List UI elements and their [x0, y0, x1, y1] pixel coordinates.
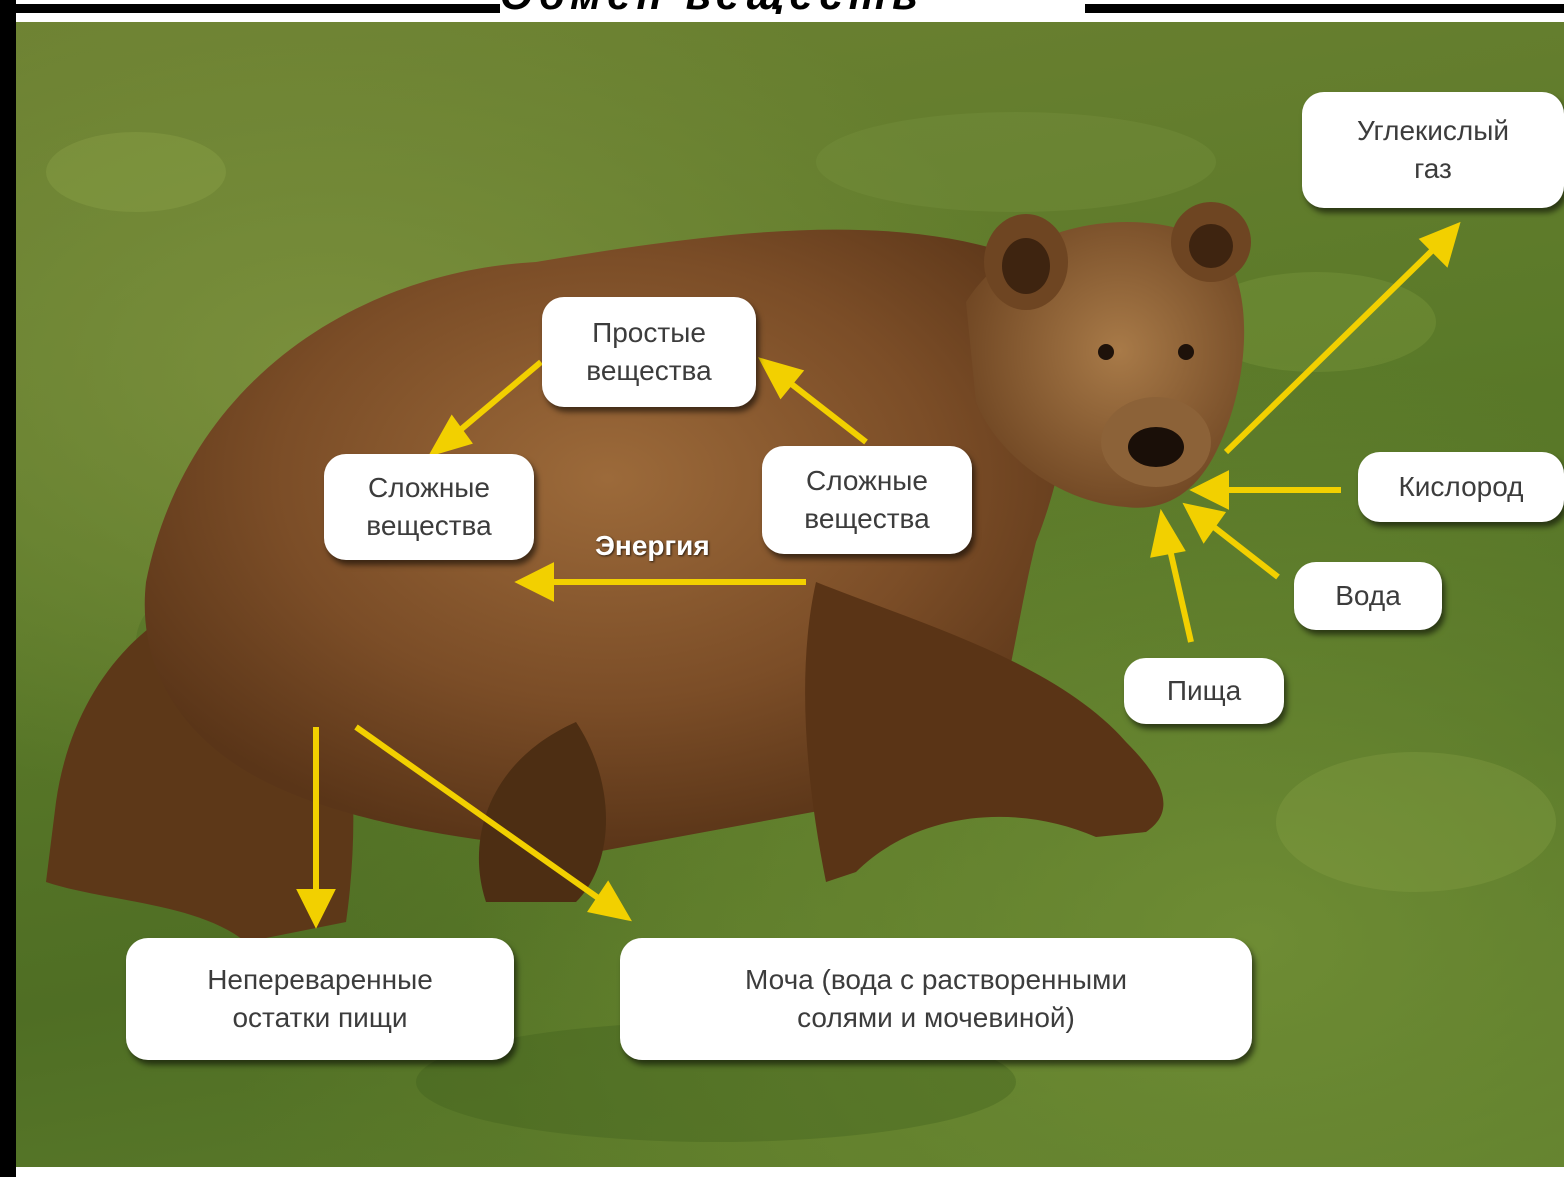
label-undigested-remains-text: Непереваренные остатки пищи — [207, 964, 433, 1033]
label-water-text: Вода — [1335, 580, 1401, 611]
arrowhead-energy — [514, 562, 554, 602]
arrowhead-undigested — [296, 889, 336, 929]
bear — [46, 202, 1251, 942]
label-oxygen: Кислород — [1358, 452, 1564, 522]
label-complex-substances-left: Сложные вещества — [324, 454, 534, 560]
bear-photo: Простые вещества Сложные вещества Сложны… — [16, 22, 1564, 1167]
label-urine: Моча (вода с растворенными солями и моче… — [620, 938, 1252, 1060]
title-text: Обмен веществ — [500, 0, 1085, 14]
title-rule-right — [1085, 4, 1564, 13]
label-complex-substances-left-text: Сложные вещества — [366, 472, 492, 541]
arrows — [296, 221, 1461, 929]
label-energy: Энергия — [595, 530, 710, 561]
arrowhead-water — [1182, 502, 1227, 544]
label-oxygen-text: Кислород — [1398, 471, 1524, 502]
label-simple-substances: Простые вещества — [542, 297, 756, 407]
label-simple-substances-text: Простые вещества — [586, 317, 712, 386]
label-food: Пища — [1124, 658, 1284, 724]
arrowhead-simple-to-complex — [427, 414, 473, 457]
label-complex-substances-right: Сложные вещества — [762, 446, 972, 554]
label-complex-substances-right-text: Сложные вещества — [804, 465, 930, 534]
arrowhead-food — [1150, 508, 1186, 558]
label-urine-text: Моча (вода с растворенными солями и моче… — [744, 964, 1128, 1033]
arrowhead-urine — [587, 880, 632, 922]
top-bar: Обмен веществ — [0, 0, 1564, 22]
title-rule-left — [0, 4, 500, 13]
arrowhead-oxygen — [1189, 470, 1229, 510]
arrowhead-carbon-dioxide — [1418, 221, 1461, 268]
label-undigested-remains: Непереваренные остатки пищи — [126, 938, 514, 1060]
label-carbon-dioxide: Углекислый газ — [1302, 92, 1564, 208]
arrowhead-complex-to-simple — [758, 357, 805, 400]
arrow-carbon-dioxide — [1223, 234, 1449, 455]
label-water: Вода — [1294, 562, 1442, 630]
title-fragment: Обмен веществ — [500, 0, 1085, 14]
left-border — [0, 0, 16, 1177]
arrow-urine — [354, 724, 613, 910]
bear-illustration — [46, 112, 1556, 1142]
label-carbon-dioxide-text: Углекислый газ — [1356, 115, 1510, 184]
bottom-strip — [16, 1167, 1564, 1177]
label-food-text: Пища — [1166, 675, 1242, 706]
